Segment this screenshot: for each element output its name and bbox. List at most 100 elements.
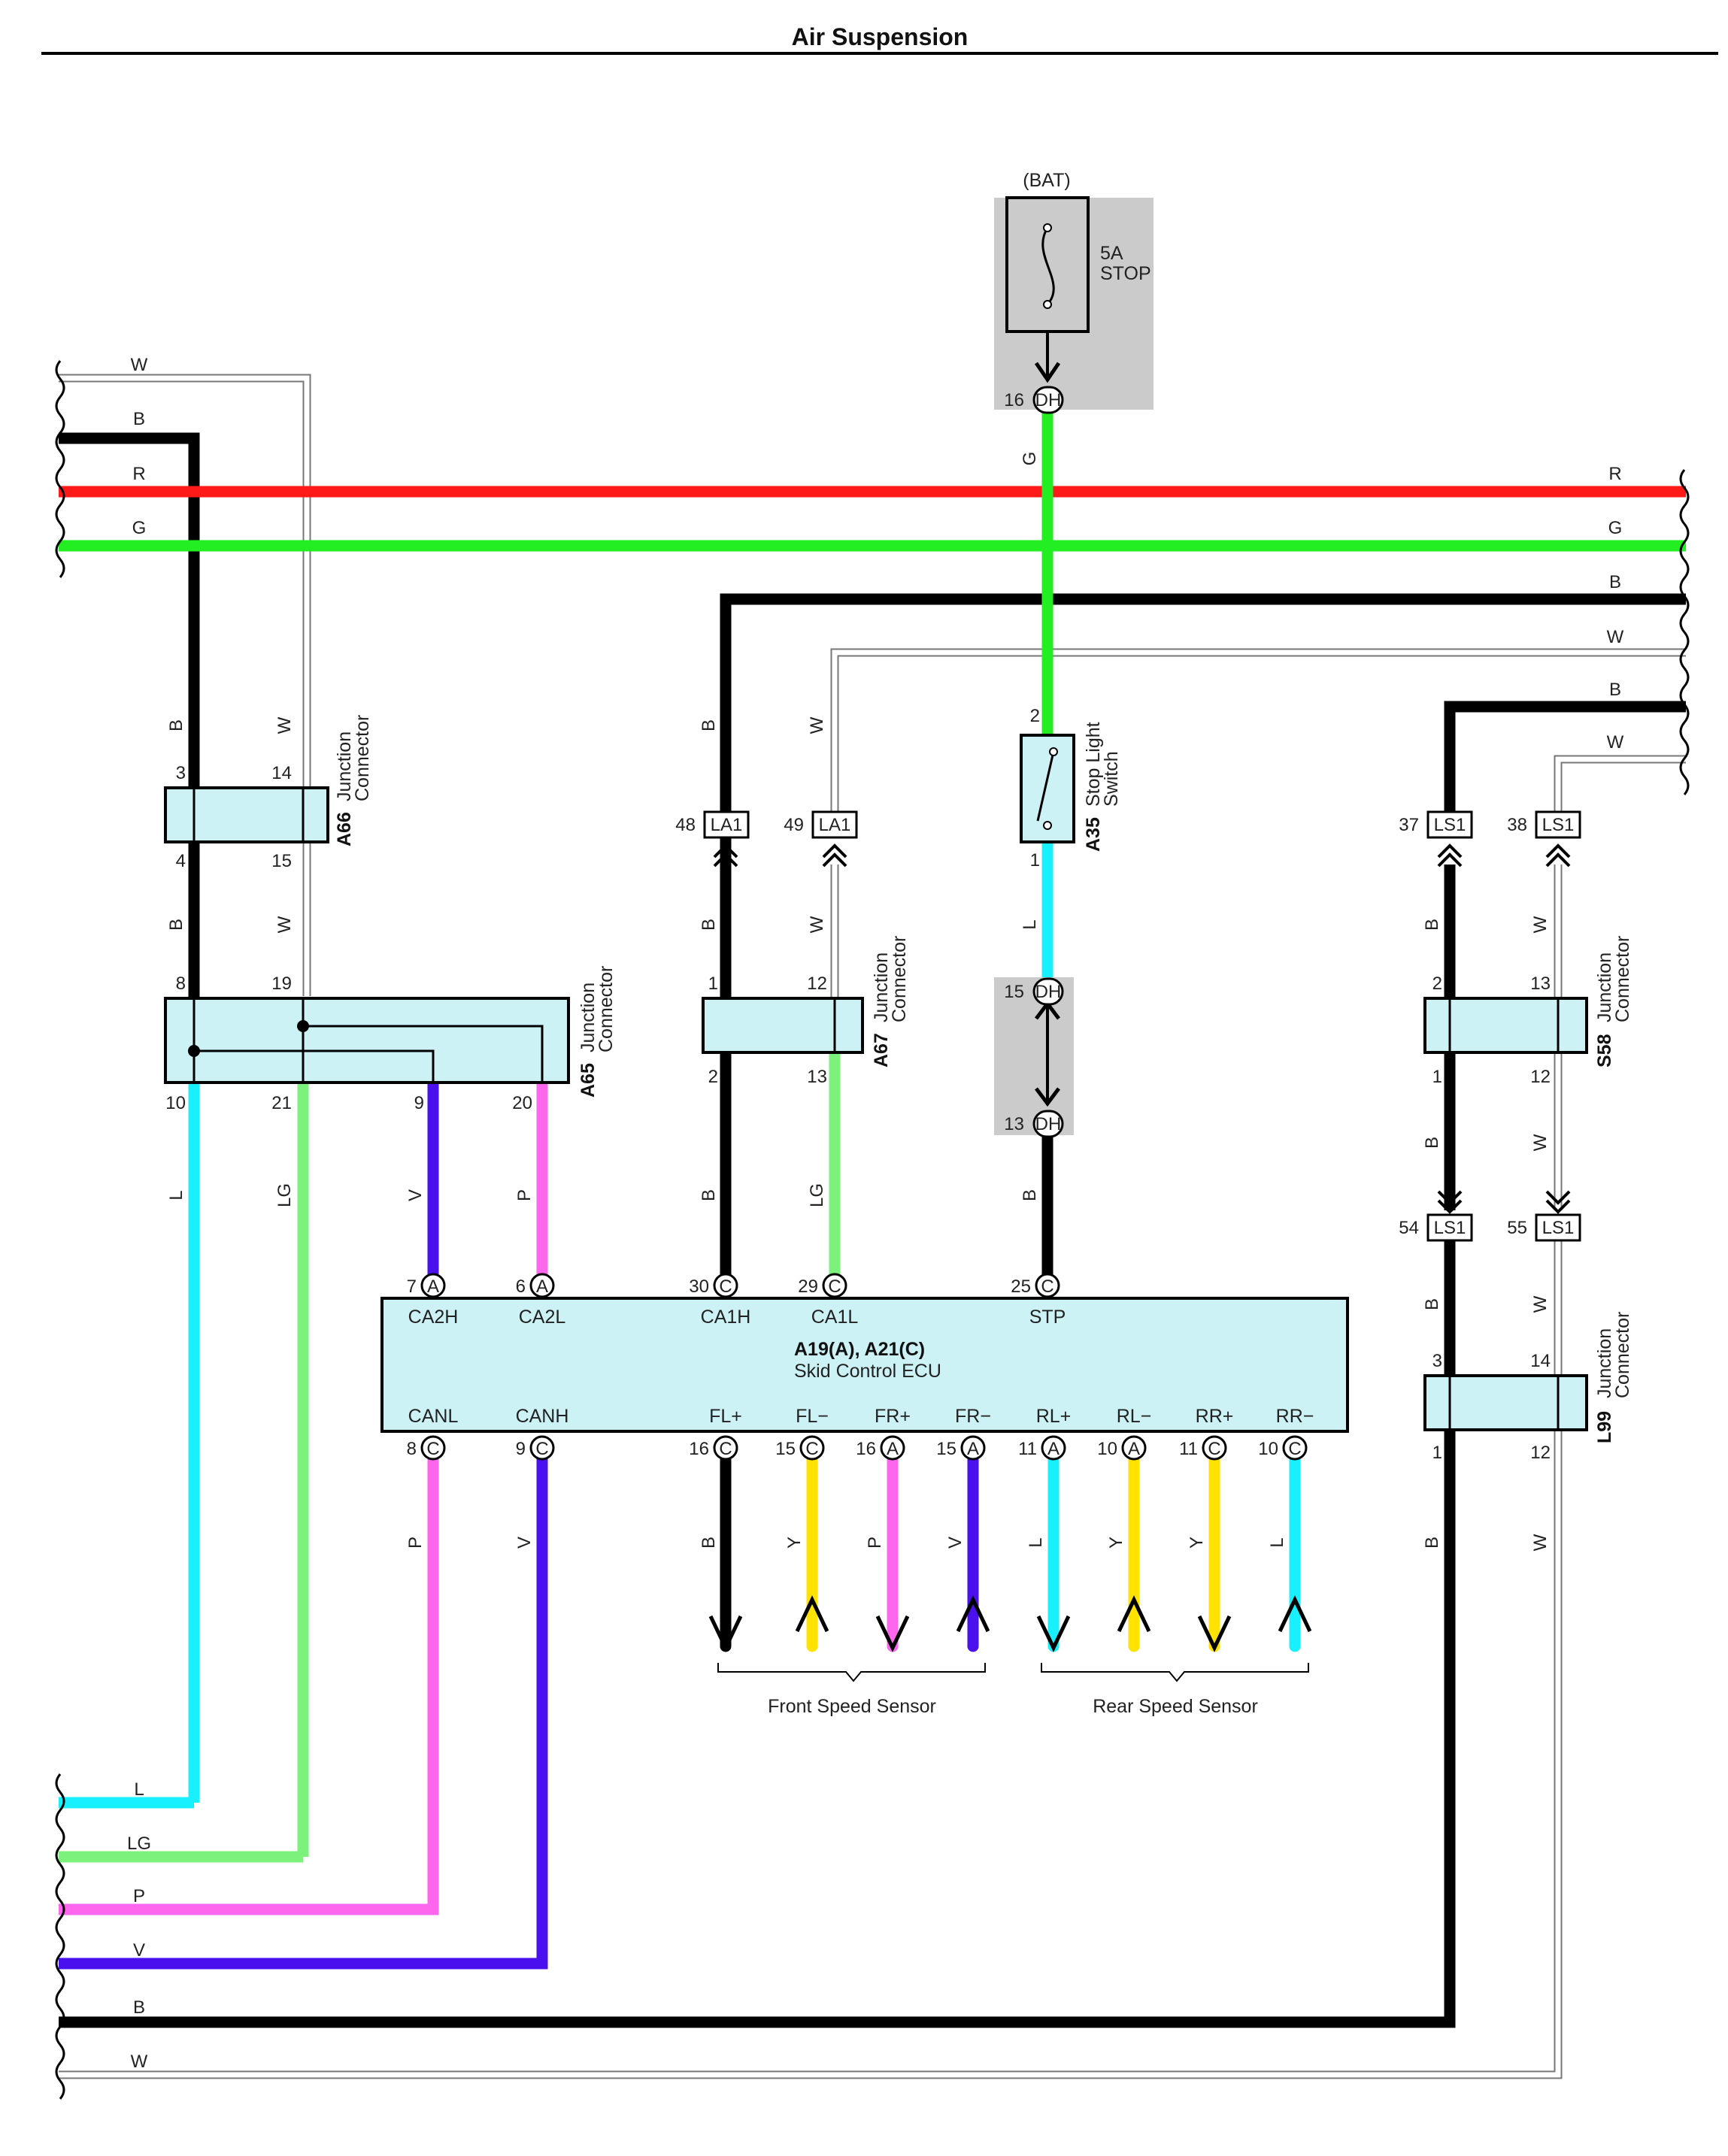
harness-wire-label: LG <box>127 1834 151 1854</box>
ecu-pin-connector <box>822 1273 847 1298</box>
pin-label: 3 <box>176 763 186 783</box>
arrow-down-icon <box>1197 1615 1232 1652</box>
pin-label: 1 <box>1432 1067 1442 1087</box>
ecu-pin-connector-letter: A <box>427 1276 439 1297</box>
arrow-up-icon <box>795 1595 829 1633</box>
fuse-name: STOP <box>1100 263 1151 284</box>
ecu-pin-label: CANL <box>408 1406 459 1427</box>
wire-b-l99-bottom <box>59 1240 1456 2028</box>
l99-junction <box>1423 1374 1588 1431</box>
svg-text:DH: DH <box>1035 982 1062 1002</box>
harness-wire-label: R <box>132 464 145 484</box>
ecu-pin-connector-letter: C <box>1208 1439 1220 1459</box>
harness-wire-label: B <box>1609 680 1621 700</box>
svg-text:Stop Light: Stop Light <box>1083 722 1104 807</box>
connector-ls1-55: LS1 <box>1535 1213 1581 1242</box>
wire-w-ls1 <box>1555 756 1686 819</box>
wire-w-a67 <box>832 650 1686 819</box>
harness-wire-label: P <box>133 1886 145 1906</box>
ecu-pin-number: 10 <box>1097 1439 1117 1459</box>
a35-stop-light-switch <box>1020 734 1075 843</box>
wire-color-label: W <box>274 916 295 933</box>
ecu-pin-connector-letter: A <box>887 1439 899 1459</box>
ecu-pin-connector <box>529 1435 555 1461</box>
harness-wire-label: V <box>133 1940 145 1961</box>
ecu-pin-connector-letter: C <box>719 1276 732 1297</box>
wire-color-label: W <box>1530 916 1551 933</box>
svg-text:DH: DH <box>1035 390 1062 410</box>
connector-la1-48: LA1 <box>703 810 750 839</box>
wire-color-label: W <box>1530 1134 1551 1151</box>
ecu-pin-connector <box>420 1273 446 1298</box>
wire-color-label: P <box>514 1189 535 1201</box>
wire-color-label: B <box>166 919 186 931</box>
connector-ls1-54: LS1 <box>1426 1213 1473 1242</box>
dh-inline-shading <box>994 977 1074 1135</box>
ecu-pin-number: 29 <box>798 1276 818 1297</box>
power-source-label: (BAT) <box>1023 170 1070 191</box>
ecu-box <box>380 1297 1349 1433</box>
ecu-pin-number: 15 <box>775 1439 796 1459</box>
arrow-down-icon <box>875 1615 910 1652</box>
ecu-pin-number: 15 <box>936 1439 956 1459</box>
wire-b-ls1 <box>1444 701 1686 819</box>
fuse-terminal-icon <box>1043 223 1052 232</box>
wire-color-label: B <box>166 719 186 731</box>
ecu-pin-label: RL+ <box>1036 1406 1072 1427</box>
wire-color-label: P <box>405 1537 426 1549</box>
ecu-pin-number: 6 <box>516 1276 526 1297</box>
ecu-pin-connector-letter: C <box>535 1439 548 1459</box>
pin-label: 12 <box>1530 1443 1551 1463</box>
pin-label: 38 <box>1507 815 1527 835</box>
pin-label: 20 <box>512 1093 532 1113</box>
arrow-down-icon <box>708 1615 743 1652</box>
ecu-pin-number: 25 <box>1011 1276 1031 1297</box>
rear-sensor-brace <box>1041 1663 1309 1682</box>
pin-label: 13 <box>1530 974 1551 994</box>
pin-label: 48 <box>675 815 696 835</box>
ecu-pin-connector <box>713 1435 738 1461</box>
l99-label: L99 Junction Connector <box>1594 1312 1633 1443</box>
svg-text:S58: S58 <box>1594 1034 1615 1067</box>
svg-text:Connector: Connector <box>1612 936 1633 1022</box>
ecu-pin-number: 8 <box>407 1439 417 1459</box>
ecu-pin-number: 7 <box>407 1276 417 1297</box>
connector-ls1-38: LS1 <box>1535 810 1581 839</box>
ecu-pin-connector <box>1202 1435 1227 1461</box>
wire-color-label: Y <box>1187 1537 1207 1549</box>
svg-text:Connector: Connector <box>889 936 910 1022</box>
svg-text:A65: A65 <box>578 1063 599 1098</box>
diagram-title: Air Suspension <box>792 23 969 50</box>
harness-wire-label: G <box>1608 518 1623 538</box>
harness-wire-label: W <box>1607 732 1624 752</box>
pin-label: 15 <box>1004 982 1024 1002</box>
svg-text:DH: DH <box>1035 1114 1062 1134</box>
pin-label: 55 <box>1507 1218 1527 1238</box>
ecu-pin-label: STP <box>1029 1307 1066 1328</box>
pin-label: 21 <box>271 1093 292 1113</box>
front-speed-sensor-label: Front Speed Sensor <box>768 1696 936 1717</box>
svg-text:Connector: Connector <box>596 966 617 1052</box>
ecu-pin-connector <box>713 1273 738 1298</box>
fuse-amperage: 5A <box>1100 243 1123 264</box>
pin-label: 10 <box>165 1093 186 1113</box>
wire-w-a66 <box>59 375 310 996</box>
wire-color-label: B <box>699 719 719 731</box>
ecu-pin-label: FL+ <box>709 1406 742 1427</box>
harness-wire-label: B <box>133 1997 145 2018</box>
svg-text:LA1: LA1 <box>819 815 851 835</box>
connector-dh-13: DH <box>1032 1110 1064 1138</box>
ecu-pin-label: FR− <box>955 1406 991 1427</box>
ecu-pin-connector-letter: A <box>967 1439 979 1459</box>
svg-text:LS1: LS1 <box>1542 1218 1575 1238</box>
ecu-pin-connector-letter: A <box>1128 1439 1140 1459</box>
wire-b-a66 <box>59 432 200 1000</box>
svg-text:Connector: Connector <box>352 715 373 801</box>
wire-p-canl <box>59 1451 439 1915</box>
ecu-pin-number: 11 <box>1179 1439 1198 1459</box>
svg-text:A35: A35 <box>1083 817 1104 852</box>
harness-wire-label: W <box>131 355 148 375</box>
svg-text:Junction: Junction <box>871 952 892 1022</box>
wire-color-label: L <box>1026 1537 1046 1547</box>
chevron-down-icon <box>1545 1190 1571 1214</box>
